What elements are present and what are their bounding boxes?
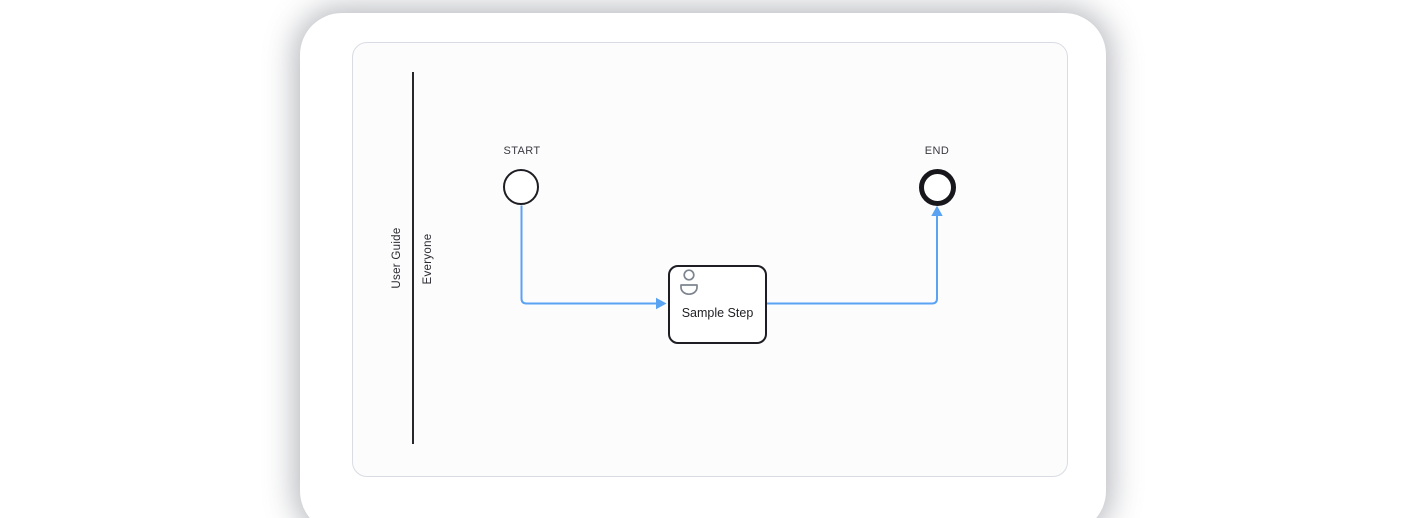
sequence-flows	[520, 205, 943, 310]
task-label: Sample Step	[681, 306, 754, 320]
flow-start-to-task[interactable]	[520, 205, 657, 305]
diagram-canvas: User Guide Everyone START END	[353, 43, 1066, 475]
flow-task-to-end-arrowhead	[931, 205, 943, 216]
pool-lane-divider	[411, 72, 414, 444]
diagram-card: User Guide Everyone START END	[352, 42, 1068, 477]
end-event-node[interactable]	[918, 168, 956, 206]
start-event-node[interactable]	[503, 168, 539, 205]
flow-start-to-task-arrowhead	[656, 297, 667, 310]
user-icon	[680, 269, 698, 295]
end-event-label: END	[924, 145, 950, 157]
task-node[interactable]: Sample Step	[668, 265, 767, 344]
start-event-label: START	[503, 145, 541, 157]
preview-panel: User Guide Everyone START END	[300, 13, 1106, 518]
flow-task-to-end[interactable]	[767, 215, 938, 305]
